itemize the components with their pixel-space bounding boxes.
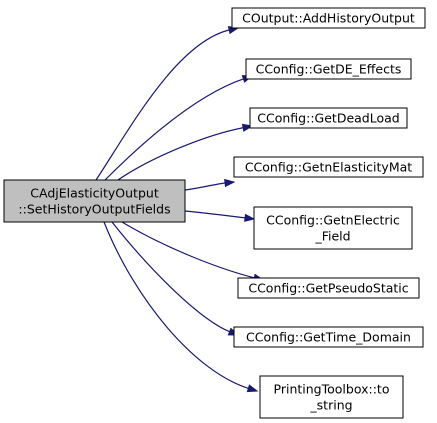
node-label-line: CConfig::GetTime_Domain — [246, 330, 411, 345]
node-label-line: COutput::AddHistoryOutput — [242, 11, 415, 26]
callee-node-get-time-domain[interactable]: CConfig::GetTime_Domain — [233, 326, 424, 348]
node-box[interactable] — [233, 156, 424, 178]
edge-to-to-string — [103, 221, 250, 390]
callee-node-get-de-effects[interactable]: CConfig::GetDE_Effects — [245, 58, 412, 80]
node-box[interactable] — [253, 206, 413, 250]
node-label-line: _Field — [314, 229, 350, 244]
edge-to-get-dead-load — [117, 126, 245, 181]
callee-node-get-dead-load[interactable]: CConfig::GetDeadLoad — [249, 107, 408, 129]
node-label-line: CConfig::GetPseudoStatic — [248, 281, 408, 296]
callee-node-add-history-output[interactable]: COutput::AddHistoryOutput — [231, 7, 426, 29]
node-box[interactable] — [233, 326, 424, 348]
node-box[interactable] — [259, 375, 404, 419]
arrowhead-to-string — [246, 384, 259, 393]
node-box[interactable] — [245, 58, 412, 80]
node-label-line: CConfig::GetDE_Effects — [256, 62, 402, 77]
node-label-line: CAdjElasticityOutput — [30, 186, 159, 201]
edge-to-get-pseudo-static — [121, 221, 256, 279]
root-node-box[interactable] — [3, 179, 186, 223]
callee-node-getn-elasticity-mat[interactable]: CConfig::GetnElasticityMat — [233, 156, 424, 178]
node-box[interactable] — [237, 277, 420, 299]
arrowhead-getn-electric-field — [244, 213, 256, 222]
node-label-line: CConfig::GetnElectric — [266, 213, 400, 228]
edge-to-add-history-output — [95, 29, 231, 181]
callee-node-to-string[interactable]: PrintingToolbox::to_string — [259, 375, 404, 419]
callee-node-getn-electric-field[interactable]: CConfig::GetnElectric_Field — [253, 206, 413, 250]
node-box[interactable] — [231, 7, 426, 29]
node-label-line: _string — [309, 398, 352, 413]
node-label-line: CConfig::GetnElasticityMat — [245, 160, 412, 175]
edge-to-get-de-effects — [104, 77, 245, 181]
node-label-line: CConfig::GetDeadLoad — [257, 111, 399, 126]
arrowhead-getn-elasticity-mat — [224, 178, 236, 188]
call-nodes: CAdjElasticityOutput::SetHistoryOutputFi… — [3, 7, 426, 419]
callee-node-get-pseudo-static[interactable]: CConfig::GetPseudoStatic — [237, 277, 420, 299]
node-label-line: PrintingToolbox::to — [274, 382, 390, 397]
node-box[interactable] — [249, 107, 408, 129]
edge-to-getn-elasticity-mat — [184, 182, 227, 191]
edge-to-getn-electric-field — [184, 210, 247, 219]
edge-to-get-time-domain — [111, 221, 231, 333]
node-label-line: ::SetHistoryOutputFields — [18, 202, 170, 217]
root-function-node[interactable]: CAdjElasticityOutput::SetHistoryOutputFi… — [3, 179, 186, 223]
